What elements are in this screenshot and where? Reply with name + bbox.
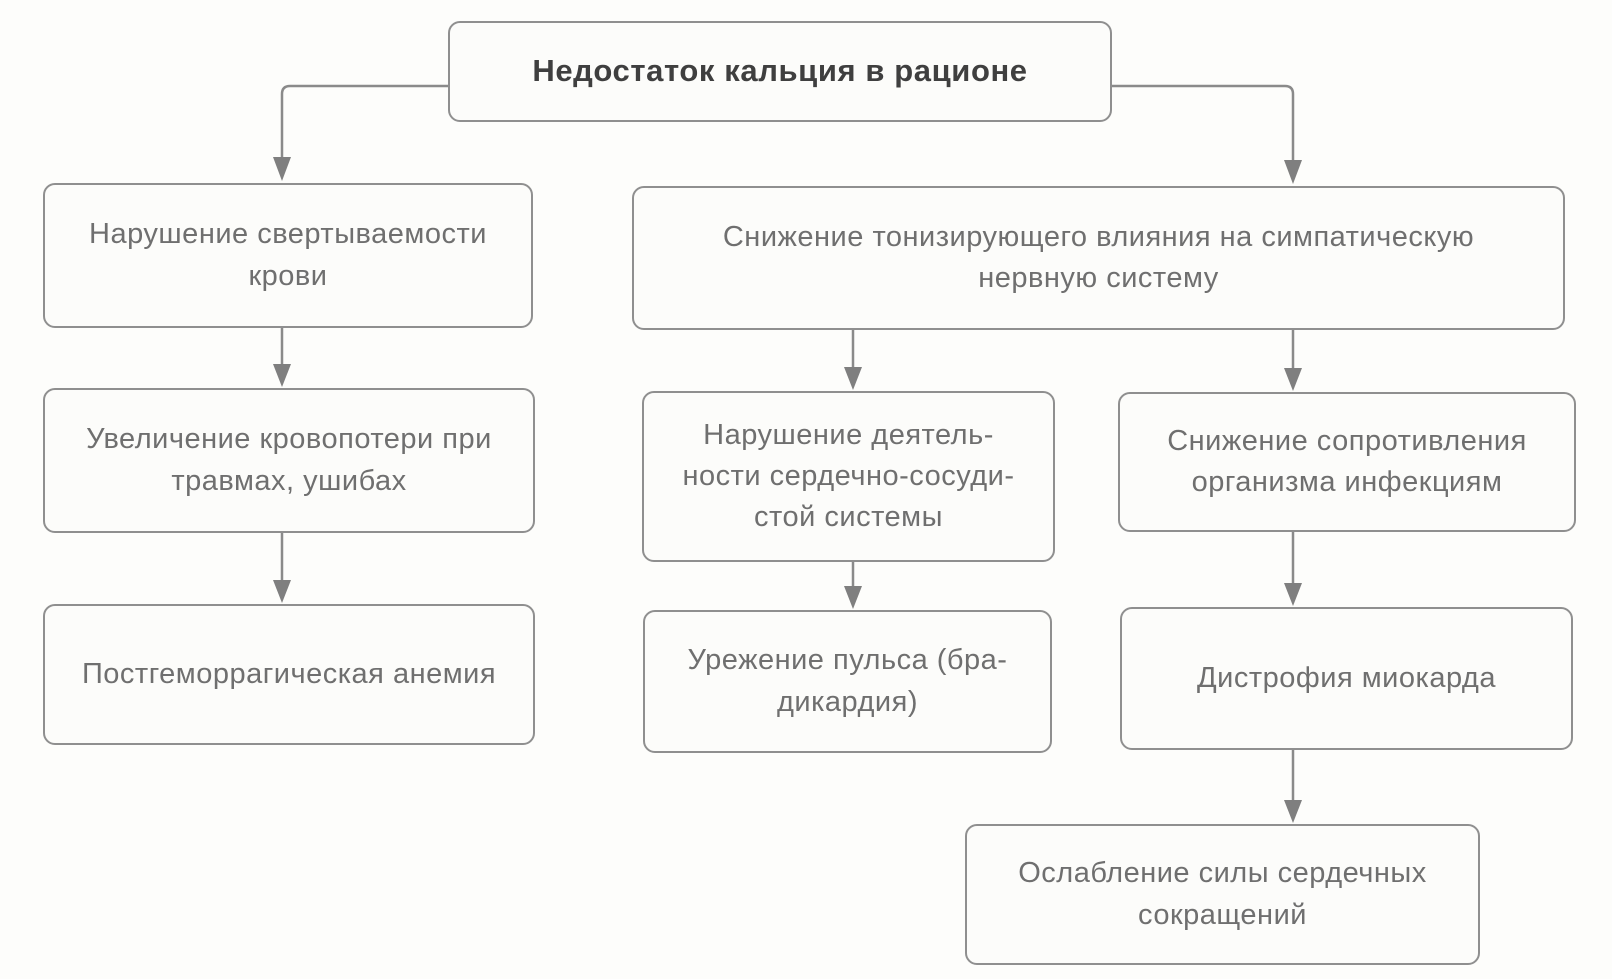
node-bradycardia-label: Урежение пульса (бра- дикардия) bbox=[687, 644, 1008, 718]
node-blood-clotting-disorder-label: Нарушение свертываемости крови bbox=[89, 218, 487, 292]
node-cardiovascular-disruption: Нарушение деятель- ности сердечно-сосуди… bbox=[642, 391, 1055, 562]
node-decreased-infection-resistance: Снижение сопротивления организма инфекци… bbox=[1118, 392, 1576, 532]
node-cardiovascular-disruption-label: Нарушение деятель- ности сердечно-сосуди… bbox=[682, 418, 1015, 534]
node-decreased-tonic-influence-label: Снижение тонизирующего влияния на симпат… bbox=[722, 220, 1475, 294]
node-posthemorrhagic-anemia: Постгеморрагическая анемия bbox=[43, 604, 535, 745]
node-calcium-deficiency-label: Недостаток кальция в рационе bbox=[532, 53, 1028, 89]
node-myocardial-dystrophy: Дистрофия миокарда bbox=[1120, 607, 1573, 750]
node-bradycardia: Урежение пульса (бра- дикардия) bbox=[643, 610, 1052, 753]
connector-root-right1 bbox=[1112, 84, 1295, 161]
node-weakened-heart-contractions-label: Ослабление силы сердечных сокращений bbox=[1018, 857, 1427, 931]
arrowhead-right1-mid2 bbox=[844, 367, 862, 390]
node-blood-clotting-disorder: Нарушение свертываемости крови bbox=[43, 183, 533, 328]
arrowhead-root-right1 bbox=[1284, 160, 1302, 184]
node-increased-blood-loss: Увеличение кровопотери при травмах, ушиб… bbox=[43, 388, 535, 533]
node-posthemorrhagic-anemia-label: Постгеморрагическая анемия bbox=[81, 657, 497, 690]
arrowhead-right1-right2 bbox=[1284, 368, 1302, 391]
arrowhead-root-left1 bbox=[273, 157, 291, 181]
arrowhead-left1-left2 bbox=[273, 364, 291, 387]
node-increased-blood-loss-label: Увеличение кровопотери при травмах, ушиб… bbox=[86, 423, 492, 497]
node-decreased-tonic-influence: Снижение тонизирующего влияния на симпат… bbox=[632, 186, 1565, 330]
arrowhead-left2-left3 bbox=[273, 580, 291, 603]
arrowhead-right2-right3 bbox=[1284, 583, 1302, 606]
arrowhead-mid2-mid3 bbox=[844, 586, 862, 609]
node-myocardial-dystrophy-label: Дистрофия миокарда bbox=[1197, 661, 1496, 694]
node-weakened-heart-contractions: Ослабление силы сердечных сокращений bbox=[965, 824, 1480, 965]
connector-root-left1 bbox=[280, 84, 448, 158]
node-calcium-deficiency: Недостаток кальция в рационе bbox=[448, 21, 1112, 122]
node-decreased-infection-resistance-label: Снижение сопротивления организма инфекци… bbox=[1167, 424, 1527, 498]
arrowhead-right3-bottom bbox=[1284, 800, 1302, 823]
